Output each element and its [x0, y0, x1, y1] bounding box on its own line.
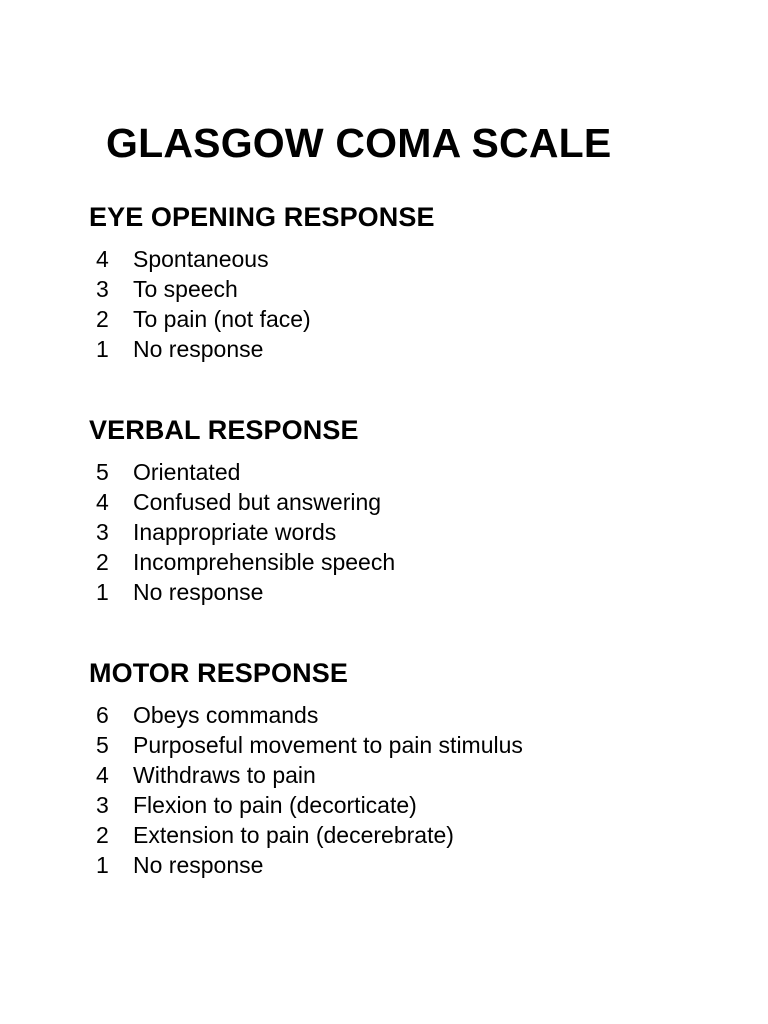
list-item: 4 Spontaneous — [89, 244, 729, 274]
score-label: Withdraws to pain — [133, 762, 316, 789]
section-motor-response: MOTOR RESPONSE 6 Obeys commands 5 Purpos… — [89, 658, 729, 880]
list-item: 6 Obeys commands — [89, 700, 729, 730]
section-heading: MOTOR RESPONSE — [89, 658, 348, 688]
score-label: No response — [133, 852, 264, 879]
score-value: 3 — [96, 792, 109, 819]
list-item: 5 Purposeful movement to pain stimulus — [89, 730, 729, 760]
list-item: 3 Flexion to pain (decorticate) — [89, 790, 729, 820]
page-title: GLASGOW COMA SCALE — [106, 120, 612, 167]
list-item: 5 Orientated — [89, 457, 729, 487]
list-item: 2 Incomprehensible speech — [89, 547, 729, 577]
list-item: 4 Withdraws to pain — [89, 760, 729, 790]
score-value: 1 — [96, 579, 109, 606]
list-item: 1 No response — [89, 577, 729, 607]
score-label: No response — [133, 579, 264, 606]
score-label: Orientated — [133, 459, 241, 486]
score-value: 3 — [96, 519, 109, 546]
score-value: 4 — [96, 246, 109, 273]
score-value: 6 — [96, 702, 109, 729]
score-label: Obeys commands — [133, 702, 319, 729]
score-value: 1 — [96, 336, 109, 363]
list-item: 3 Inappropriate words — [89, 517, 729, 547]
score-value: 5 — [96, 459, 109, 486]
score-label: Flexion to pain (decorticate) — [133, 792, 417, 819]
score-value: 2 — [96, 549, 109, 576]
score-value: 4 — [96, 489, 109, 516]
score-list-eye-opening: 4 Spontaneous 3 To speech 2 To pain (not… — [89, 244, 729, 364]
list-item: 3 To speech — [89, 274, 729, 304]
list-item: 4 Confused but answering — [89, 487, 729, 517]
score-label: No response — [133, 336, 264, 363]
score-label: Inappropriate words — [133, 519, 337, 546]
score-label: Spontaneous — [133, 246, 269, 273]
list-item: 1 No response — [89, 850, 729, 880]
score-label: To speech — [133, 276, 238, 303]
list-item: 2 To pain (not face) — [89, 304, 729, 334]
score-list-verbal: 5 Orientated 4 Confused but answering 3 … — [89, 457, 729, 607]
score-label: Confused but answering — [133, 489, 382, 516]
score-label: Purposeful movement to pain stimulus — [133, 732, 523, 759]
score-label: Incomprehensible speech — [133, 549, 396, 576]
list-item: 1 No response — [89, 334, 729, 364]
score-value: 5 — [96, 732, 109, 759]
score-value: 2 — [96, 306, 109, 333]
score-label: Extension to pain (decerebrate) — [133, 822, 454, 849]
score-value: 1 — [96, 852, 109, 879]
score-value: 2 — [96, 822, 109, 849]
score-value: 4 — [96, 762, 109, 789]
section-verbal-response: VERBAL RESPONSE 5 Orientated 4 Confused … — [89, 415, 729, 607]
section-eye-opening-response: EYE OPENING RESPONSE 4 Spontaneous 3 To … — [89, 202, 729, 364]
section-heading: EYE OPENING RESPONSE — [89, 202, 435, 232]
score-label: To pain (not face) — [133, 306, 311, 333]
list-item: 2 Extension to pain (decerebrate) — [89, 820, 729, 850]
section-heading: VERBAL RESPONSE — [89, 415, 359, 445]
score-value: 3 — [96, 276, 109, 303]
score-list-motor: 6 Obeys commands 5 Purposeful movement t… — [89, 700, 729, 880]
